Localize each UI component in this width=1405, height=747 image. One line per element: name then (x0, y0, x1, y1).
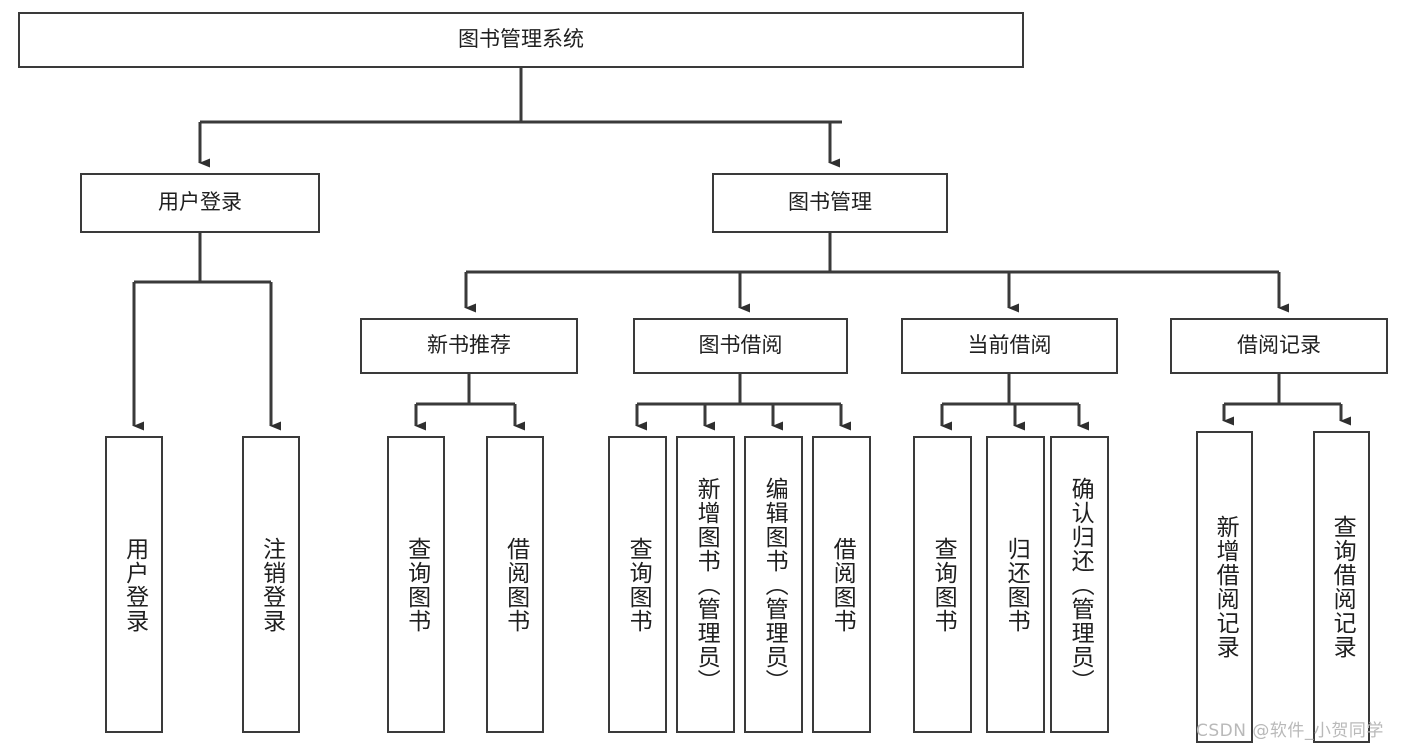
node-leaf-user-login-label: 用户登录 (121, 536, 148, 633)
node-leaf-add-borrow-record[interactable]: 新增借阅记录 (1196, 431, 1253, 743)
node-leaf-logout-label: 注销登录 (258, 536, 285, 633)
node-leaf-query-book-recommend-label: 查询图书 (403, 536, 430, 633)
node-borrow-record[interactable]: 借阅记录 (1170, 318, 1388, 374)
node-leaf-borrow-book-recommend-label: 借阅图书 (502, 536, 529, 633)
node-root-label: 图书管理系统 (458, 27, 584, 52)
node-leaf-query-book-borrow-label: 查询图书 (625, 536, 652, 633)
node-borrow-record-label: 借阅记录 (1237, 333, 1321, 358)
node-leaf-edit-book-admin[interactable]: 编辑图书（管理员） (744, 436, 803, 733)
node-leaf-return-book[interactable]: 归还图书 (986, 436, 1045, 733)
node-leaf-query-book-borrow[interactable]: 查询图书 (608, 436, 667, 733)
node-leaf-add-borrow-record-label: 新增借阅记录 (1212, 515, 1239, 659)
node-book-borrow-label: 图书借阅 (698, 333, 783, 358)
node-leaf-add-book-admin-label: 新增图书（管理员） (693, 476, 720, 693)
node-leaf-edit-book-admin-label: 编辑图书（管理员） (761, 476, 788, 693)
node-leaf-query-book-current-label: 查询图书 (930, 536, 957, 633)
node-root[interactable]: 图书管理系统 (18, 12, 1024, 68)
node-leaf-query-book-current[interactable]: 查询图书 (913, 436, 972, 733)
connector-lines (132, 68, 1351, 431)
node-current-borrow-label: 当前借阅 (967, 333, 1052, 358)
node-leaf-add-book-admin[interactable]: 新增图书（管理员） (676, 436, 735, 733)
node-leaf-return-book-label: 归还图书 (1003, 536, 1030, 633)
node-leaf-query-borrow-record[interactable]: 查询借阅记录 (1313, 431, 1370, 743)
node-book-borrow[interactable]: 图书借阅 (633, 318, 848, 374)
node-leaf-borrow-book[interactable]: 借阅图书 (812, 436, 871, 733)
node-leaf-confirm-return-admin[interactable]: 确认归还（管理员） (1050, 436, 1109, 733)
node-current-borrow[interactable]: 当前借阅 (901, 318, 1118, 374)
node-book-manage[interactable]: 图书管理 (712, 173, 948, 233)
node-user-login-label: 用户登录 (158, 190, 242, 215)
node-user-login[interactable]: 用户登录 (80, 173, 320, 233)
node-leaf-user-login[interactable]: 用户登录 (105, 436, 163, 733)
node-leaf-confirm-return-admin-label: 确认归还（管理员） (1067, 476, 1094, 693)
node-book-manage-label: 图书管理 (788, 190, 872, 215)
node-leaf-borrow-book-label: 借阅图书 (829, 536, 856, 633)
node-leaf-borrow-book-recommend[interactable]: 借阅图书 (486, 436, 544, 733)
node-leaf-query-book-recommend[interactable]: 查询图书 (387, 436, 445, 733)
node-new-book-recommend[interactable]: 新书推荐 (360, 318, 578, 374)
node-leaf-logout[interactable]: 注销登录 (242, 436, 300, 733)
node-leaf-query-borrow-record-label: 查询借阅记录 (1329, 515, 1356, 659)
node-new-book-recommend-label: 新书推荐 (427, 333, 511, 358)
